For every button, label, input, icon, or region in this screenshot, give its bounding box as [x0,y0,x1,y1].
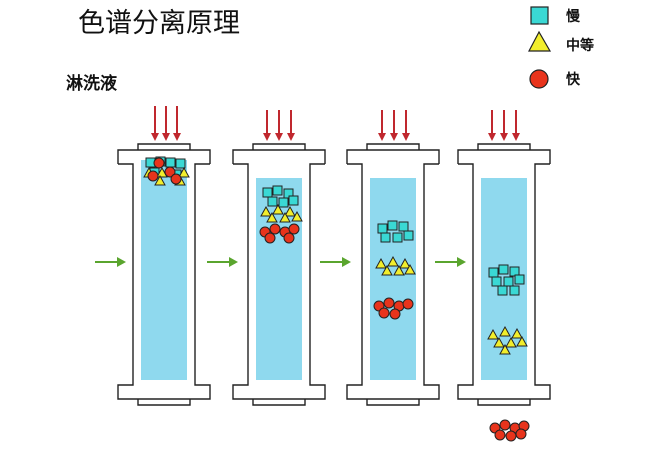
column-eluent-fill [141,160,187,380]
eluent-flow-arrows [378,110,410,141]
legend-triangle-icon [528,30,552,52]
medium-band [375,255,416,276]
legend-label-slow: 慢 [566,8,581,25]
column-outline [457,143,551,406]
legend-square-icon [530,6,549,25]
step-arrow [435,257,466,267]
slow-band [488,264,525,296]
legend: 慢 中等 快 [528,6,594,89]
column-stage-2 [232,110,326,406]
column-outline [346,143,440,406]
step-arrow [207,257,238,267]
step-arrow [95,257,126,267]
diagram-title: 色谱分离原理 [78,8,240,39]
column-eluent-fill [370,178,416,380]
eluted-fast-band [489,419,530,442]
legend-label-fast: 快 [566,71,581,88]
column-outline [117,143,211,406]
eluent-flow-arrows [488,110,520,141]
legend-circle-icon [529,69,549,89]
fast-band [373,297,414,320]
medium-band [487,325,528,355]
column-stage-4 [457,110,551,406]
column-stage-3 [346,110,440,406]
slow-band [262,185,299,208]
step-arrow [320,257,351,267]
fast-band [147,157,182,185]
eluent-label: 淋洗液 [66,73,117,94]
fast-band [259,223,300,244]
eluent-flow-arrows [151,106,181,141]
eluent-flow-arrows [263,110,295,141]
legend-label-medium: 中等 [566,37,594,54]
slow-band [377,220,414,243]
medium-band [260,203,303,223]
column-stage-1 [117,106,211,406]
column-outline [232,143,326,406]
